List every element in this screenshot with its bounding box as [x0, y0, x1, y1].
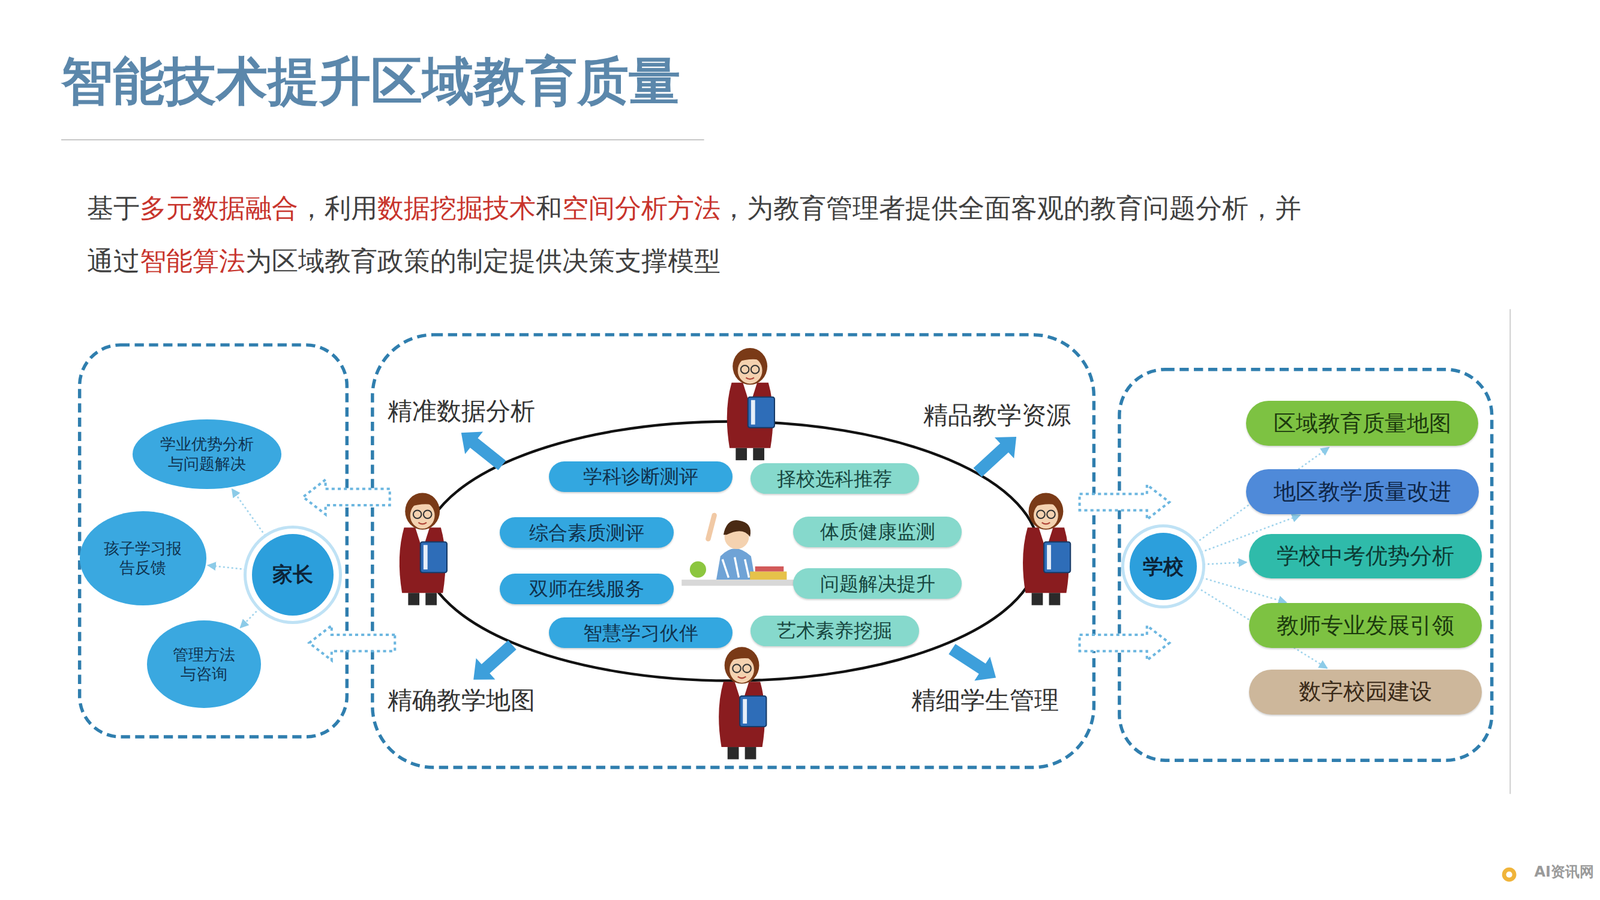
- teacher-figure: [727, 347, 775, 461]
- node-text: 管理方法 与咨询: [171, 644, 237, 684]
- node-text: 综合素质测评: [529, 520, 645, 545]
- node-text: 择校选科推荐: [776, 466, 893, 491]
- parent-service: 孩子学习报 告反馈: [79, 511, 207, 605]
- corner-label: 精确教学地图: [387, 684, 536, 716]
- corner-label: 精准数据分析: [387, 395, 536, 427]
- node-text: 学科诊断测评: [583, 464, 699, 489]
- school-circle: 学校: [1129, 532, 1197, 600]
- dashed-region: [79, 344, 348, 737]
- teacher-figure: [399, 493, 447, 606]
- flow-arrow: [1079, 625, 1170, 661]
- highlight-text: 空间分析方法: [562, 192, 721, 224]
- corner-label: 精细学生管理: [911, 684, 1059, 716]
- highlight-text: 多元数据融合: [139, 192, 299, 224]
- school-output: 教师专业发展引领: [1249, 602, 1482, 648]
- watermark: AI资讯网: [1534, 862, 1595, 882]
- flow-arrow: [308, 625, 395, 661]
- node-text: 学业优势分析 与问题解决: [158, 434, 257, 474]
- service-pill: 智慧学习伙伴: [548, 617, 733, 648]
- body-text: 通过: [86, 245, 140, 276]
- school-output: 数字校园建设: [1249, 669, 1482, 715]
- node-text: 地区教学质量改进: [1273, 478, 1452, 506]
- body-text: 和: [535, 192, 563, 224]
- parent-circle: 家长: [251, 533, 334, 616]
- flow-arrow: [1079, 484, 1170, 520]
- parent-service: 学业优势分析 与问题解决: [132, 419, 282, 489]
- teacher-figure: [718, 646, 767, 759]
- node-text: 教师专业发展引领: [1276, 611, 1455, 640]
- body-text: ，为教育管理者提供全面客观的教育问题分析，并: [720, 192, 1302, 224]
- node-text: 家长: [272, 561, 314, 588]
- service-pill: 综合素质测评: [499, 517, 674, 548]
- school-output: 区域教育质量地图: [1246, 400, 1479, 446]
- dashed-region: [372, 334, 1095, 768]
- leader-connector: [232, 488, 269, 540]
- body-text: 为区域教育政策的制定提供决策支撑模型: [245, 245, 721, 276]
- service-ring: [422, 421, 1039, 681]
- corner-label: 精品教学资源: [923, 399, 1071, 431]
- direction-arrow: [973, 436, 1017, 477]
- page-title: 智能技术提升区域教育质量: [61, 46, 681, 117]
- highlight-text: 智能算法: [139, 245, 246, 276]
- node-text: 学校: [1142, 553, 1184, 580]
- school-output: 学校中考优势分析: [1249, 533, 1482, 579]
- leader-connector: [207, 565, 250, 570]
- parent-service: 管理方法 与咨询: [146, 620, 262, 708]
- service-pill: 艺术素养挖掘: [750, 615, 920, 647]
- title-rule: [61, 139, 705, 141]
- leader-connector: [1199, 562, 1247, 565]
- node-text: 区域教育质量地图: [1273, 409, 1452, 438]
- flow-arrow: [302, 479, 390, 515]
- direction-arrow: [948, 643, 996, 681]
- leader-connector: [240, 605, 263, 628]
- highlight-text: 数据挖掘技术: [377, 192, 536, 224]
- intro-paragraph: 基于多元数据融合，利用数据挖掘技术和空间分析方法，为教育管理者提供全面客观的教育…: [86, 181, 1302, 288]
- body-text: ，利用: [298, 192, 378, 224]
- student-figure: [681, 515, 797, 586]
- service-pill: 问题解决提升: [793, 568, 962, 599]
- side-rule: [1509, 308, 1511, 794]
- service-pill: 学科诊断测评: [548, 461, 733, 492]
- node-text: 艺术素养挖掘: [776, 618, 893, 643]
- school-output: 地区教学质量改进: [1246, 469, 1479, 515]
- direction-arrow: [473, 640, 516, 680]
- teacher-figure: [1022, 493, 1071, 606]
- dashed-region: [1119, 369, 1493, 761]
- leader-connector: [1198, 576, 1287, 603]
- watermark-icon: [1502, 867, 1517, 882]
- node-text: 孩子学习报 告反馈: [101, 538, 184, 578]
- node-text: 智慧学习伙伴: [583, 620, 699, 645]
- service-pill: 体质健康监测: [793, 516, 962, 548]
- node-text: 学校中考优势分析: [1276, 542, 1455, 570]
- node-text: 数字校园建设: [1298, 677, 1433, 706]
- service-pill: 择校选科推荐: [750, 463, 920, 494]
- direction-arrow: [461, 431, 506, 471]
- body-text: 基于: [86, 192, 140, 224]
- node-text: 问题解决提升: [820, 571, 936, 596]
- service-pill: 双师在线服务: [499, 573, 674, 605]
- node-text: 双师在线服务: [529, 576, 645, 601]
- node-text: 体质健康监测: [820, 519, 936, 544]
